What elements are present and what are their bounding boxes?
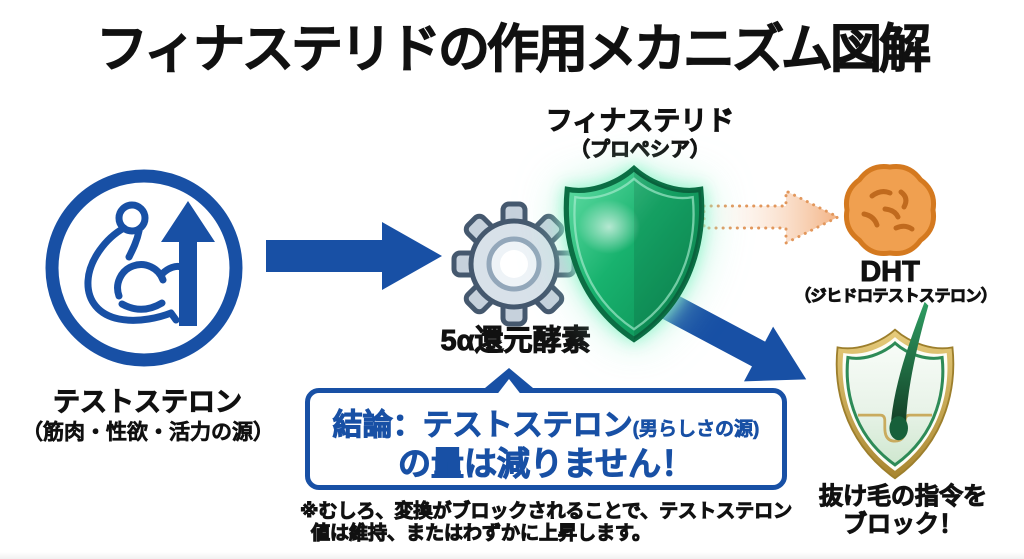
conclusion-callout-box: 結論：テストステロン(男らしさの源) の量は減りません！ bbox=[305, 368, 787, 490]
flow-arrow-right-icon bbox=[266, 222, 442, 290]
hair-follicle-shield-icon bbox=[835, 301, 955, 480]
finasteride-shield-icon bbox=[563, 164, 705, 343]
block-result-line1: 抜け毛の指令を bbox=[819, 483, 988, 511]
finasteride-label: フィナステリド bbox=[545, 106, 735, 137]
hair-bulb bbox=[889, 416, 908, 441]
enzyme-gear-icon bbox=[451, 201, 577, 327]
dht-molecule-icon bbox=[843, 163, 937, 257]
hair-strand bbox=[891, 301, 929, 429]
conclusion-line1: 結論：テストステロン(男らしさの源) bbox=[310, 400, 782, 444]
testosterone-sublabel: （筋肉・性欲・活力の源） bbox=[22, 421, 275, 445]
dht-sublabel: （ジヒドロテストステロン） bbox=[795, 288, 998, 306]
up-arrow-icon bbox=[161, 201, 215, 326]
bottom-edge-shading bbox=[0, 552, 1024, 559]
enzyme-label: 5α還元酵素 bbox=[440, 325, 591, 358]
conclusion-main-text: 結論：テストステロン bbox=[332, 409, 633, 443]
conclusion-paren-text: (男らしさの源) bbox=[632, 419, 760, 441]
finasteride-sublabel: （プロペシア） bbox=[570, 139, 711, 162]
footnote-line1: ※むしろ、変換がブロックされることで、テストステロン bbox=[300, 501, 793, 523]
page-title: フィナステリドの作用メカニズム図解 bbox=[96, 21, 932, 80]
footnote-line2: 値は維持、またはわずかに上昇します。 bbox=[311, 523, 652, 545]
testosterone-circle-icon bbox=[45, 169, 243, 367]
muscle-arm-icon bbox=[84, 201, 185, 324]
dht-label: DHT bbox=[860, 256, 921, 288]
block-flow-arrow-icon bbox=[635, 279, 807, 382]
blocked-dht-dashed-arrow-icon bbox=[702, 189, 840, 245]
callout-notch-fill bbox=[492, 379, 526, 401]
conclusion-line2: の量は減りません！ bbox=[397, 445, 694, 483]
testosterone-label: テストステロン bbox=[53, 387, 243, 418]
block-result-line2: ブロック！ bbox=[843, 511, 964, 539]
